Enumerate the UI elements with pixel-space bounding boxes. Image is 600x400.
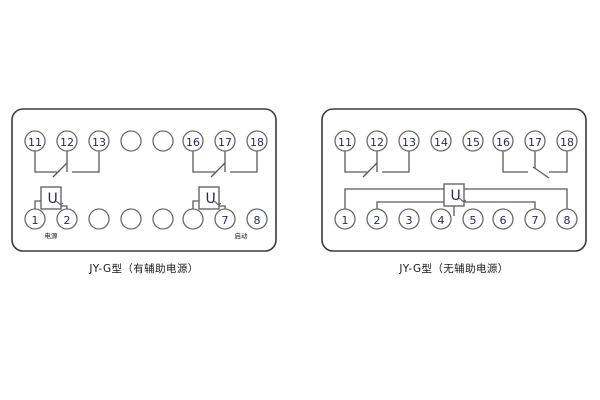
relay-panel-outline (11, 108, 277, 252)
terminal-11[interactable] (24, 130, 46, 152)
terminal-6-label: 6 (500, 214, 507, 227)
terminal-row-top-left: 11 12 13 16 17 18 (24, 130, 268, 152)
terminal-3[interactable] (398, 208, 420, 230)
coil-box-right (198, 186, 220, 210)
terminal-blank-top-1[interactable] (120, 130, 142, 152)
contact-wire-16 (502, 151, 528, 173)
terminal-13-label: 13 (402, 136, 416, 149)
terminal-13[interactable] (398, 130, 420, 152)
contact-wire-13 (72, 151, 100, 173)
terminal-1-label: 1 (342, 214, 349, 227)
terminal-8-label: 8 (564, 214, 571, 227)
caption-right: JY-G型（无辅助电源） (399, 263, 509, 275)
terminal-16-label: 16 (186, 136, 200, 149)
terminal-6[interactable] (492, 208, 514, 230)
contact-wire-18 (230, 151, 258, 173)
terminal-2-label: 2 (374, 214, 381, 227)
contact-wire-16 (192, 151, 215, 173)
terminal-7[interactable] (214, 208, 236, 230)
ac-wave-right-icon (211, 200, 222, 206)
terminal-7-label: 7 (532, 214, 539, 227)
terminal-row-bottom-right: 1 2 3 4 5 6 7 8 (334, 208, 578, 230)
terminal-5-label: 5 (470, 214, 477, 227)
terminal-2[interactable] (366, 208, 388, 230)
terminal-16[interactable] (492, 130, 514, 152)
relay-diagram-right: U 11 12 13 14 15 16 17 18 (318, 105, 590, 276)
terminal-4-label: 4 (438, 214, 445, 227)
terminal-17-label: 17 (218, 136, 232, 149)
terminal-2[interactable] (56, 208, 78, 230)
terminal-1[interactable] (24, 208, 46, 230)
terminal-row-top-right: 11 12 13 14 15 16 17 18 (334, 130, 578, 152)
terminal-1[interactable] (334, 208, 356, 230)
relay-diagram-left: U U 11 12 13 16 17 (8, 105, 280, 276)
ac-wave-left-icon (53, 200, 64, 206)
terminal-12[interactable] (56, 130, 78, 152)
terminal-7[interactable] (524, 208, 546, 230)
relay-panel-outline (321, 108, 587, 252)
terminal-12[interactable] (366, 130, 388, 152)
terminal-16-label: 16 (496, 136, 510, 149)
terminal-15-label: 15 (466, 136, 480, 149)
coil-box-left (40, 186, 62, 210)
annotation-power-label: 电源 (45, 231, 59, 240)
terminal-blank-bottom-1[interactable] (88, 208, 110, 230)
terminal-17[interactable] (214, 130, 236, 152)
terminal-12-label: 12 (370, 136, 384, 149)
contact-blade-17-18 (532, 166, 550, 179)
terminal-blank-top-2[interactable] (152, 130, 174, 152)
terminal-8-label: 8 (254, 214, 261, 227)
terminal-7-label: 7 (222, 214, 229, 227)
relay-diagram-right-svg: U 11 12 13 14 15 16 17 18 (321, 108, 587, 252)
terminal-blank-bottom-2[interactable] (120, 208, 142, 230)
contact-wire-18 (549, 151, 568, 173)
terminal-18[interactable] (246, 130, 268, 152)
terminal-4[interactable] (430, 208, 452, 230)
terminal-17-label: 17 (528, 136, 542, 149)
terminal-11[interactable] (334, 130, 356, 152)
contact-wire-13 (382, 151, 410, 173)
terminal-17[interactable] (524, 130, 546, 152)
caption-left: JY-G型（有辅助电源） (89, 263, 199, 275)
terminal-15[interactable] (462, 130, 484, 152)
terminal-16[interactable] (182, 130, 204, 152)
contact-wire-11 (344, 151, 367, 173)
terminal-18-label: 18 (250, 136, 264, 149)
terminal-blank-bottom-4[interactable] (182, 208, 204, 230)
terminal-12-label: 12 (60, 136, 74, 149)
terminal-row-bottom-left: 1 2 7 8 (24, 208, 268, 230)
terminal-1-label: 1 (32, 214, 39, 227)
coil-box-center (443, 183, 465, 207)
coil-symbol-right: U (206, 191, 216, 207)
terminal-11-label: 11 (338, 136, 352, 149)
terminal-14-label: 14 (434, 136, 448, 149)
terminal-5[interactable] (462, 208, 484, 230)
terminal-18[interactable] (556, 130, 578, 152)
contact-blade-11-12 (52, 162, 68, 178)
contact-blade-16-17 (210, 162, 226, 178)
terminal-13[interactable] (88, 130, 110, 152)
terminal-11-label: 11 (28, 136, 42, 149)
coil-symbol-center: U (451, 188, 461, 204)
terminal-blank-bottom-3[interactable] (152, 208, 174, 230)
contact-blade-11-12 (362, 162, 378, 178)
ac-wave-center-icon (456, 197, 467, 203)
coil-symbol-left: U (48, 191, 58, 207)
terminal-18-label: 18 (560, 136, 574, 149)
terminal-13-label: 13 (92, 136, 106, 149)
terminal-8[interactable] (556, 208, 578, 230)
terminal-2-label: 2 (64, 214, 71, 227)
terminal-8[interactable] (246, 208, 268, 230)
relay-diagram-left-svg: U U 11 12 13 16 17 (11, 108, 277, 252)
terminal-3-label: 3 (406, 214, 413, 227)
terminal-14[interactable] (430, 130, 452, 152)
annotation-start-label: 启动 (235, 231, 249, 240)
contact-wire-11 (34, 151, 57, 173)
